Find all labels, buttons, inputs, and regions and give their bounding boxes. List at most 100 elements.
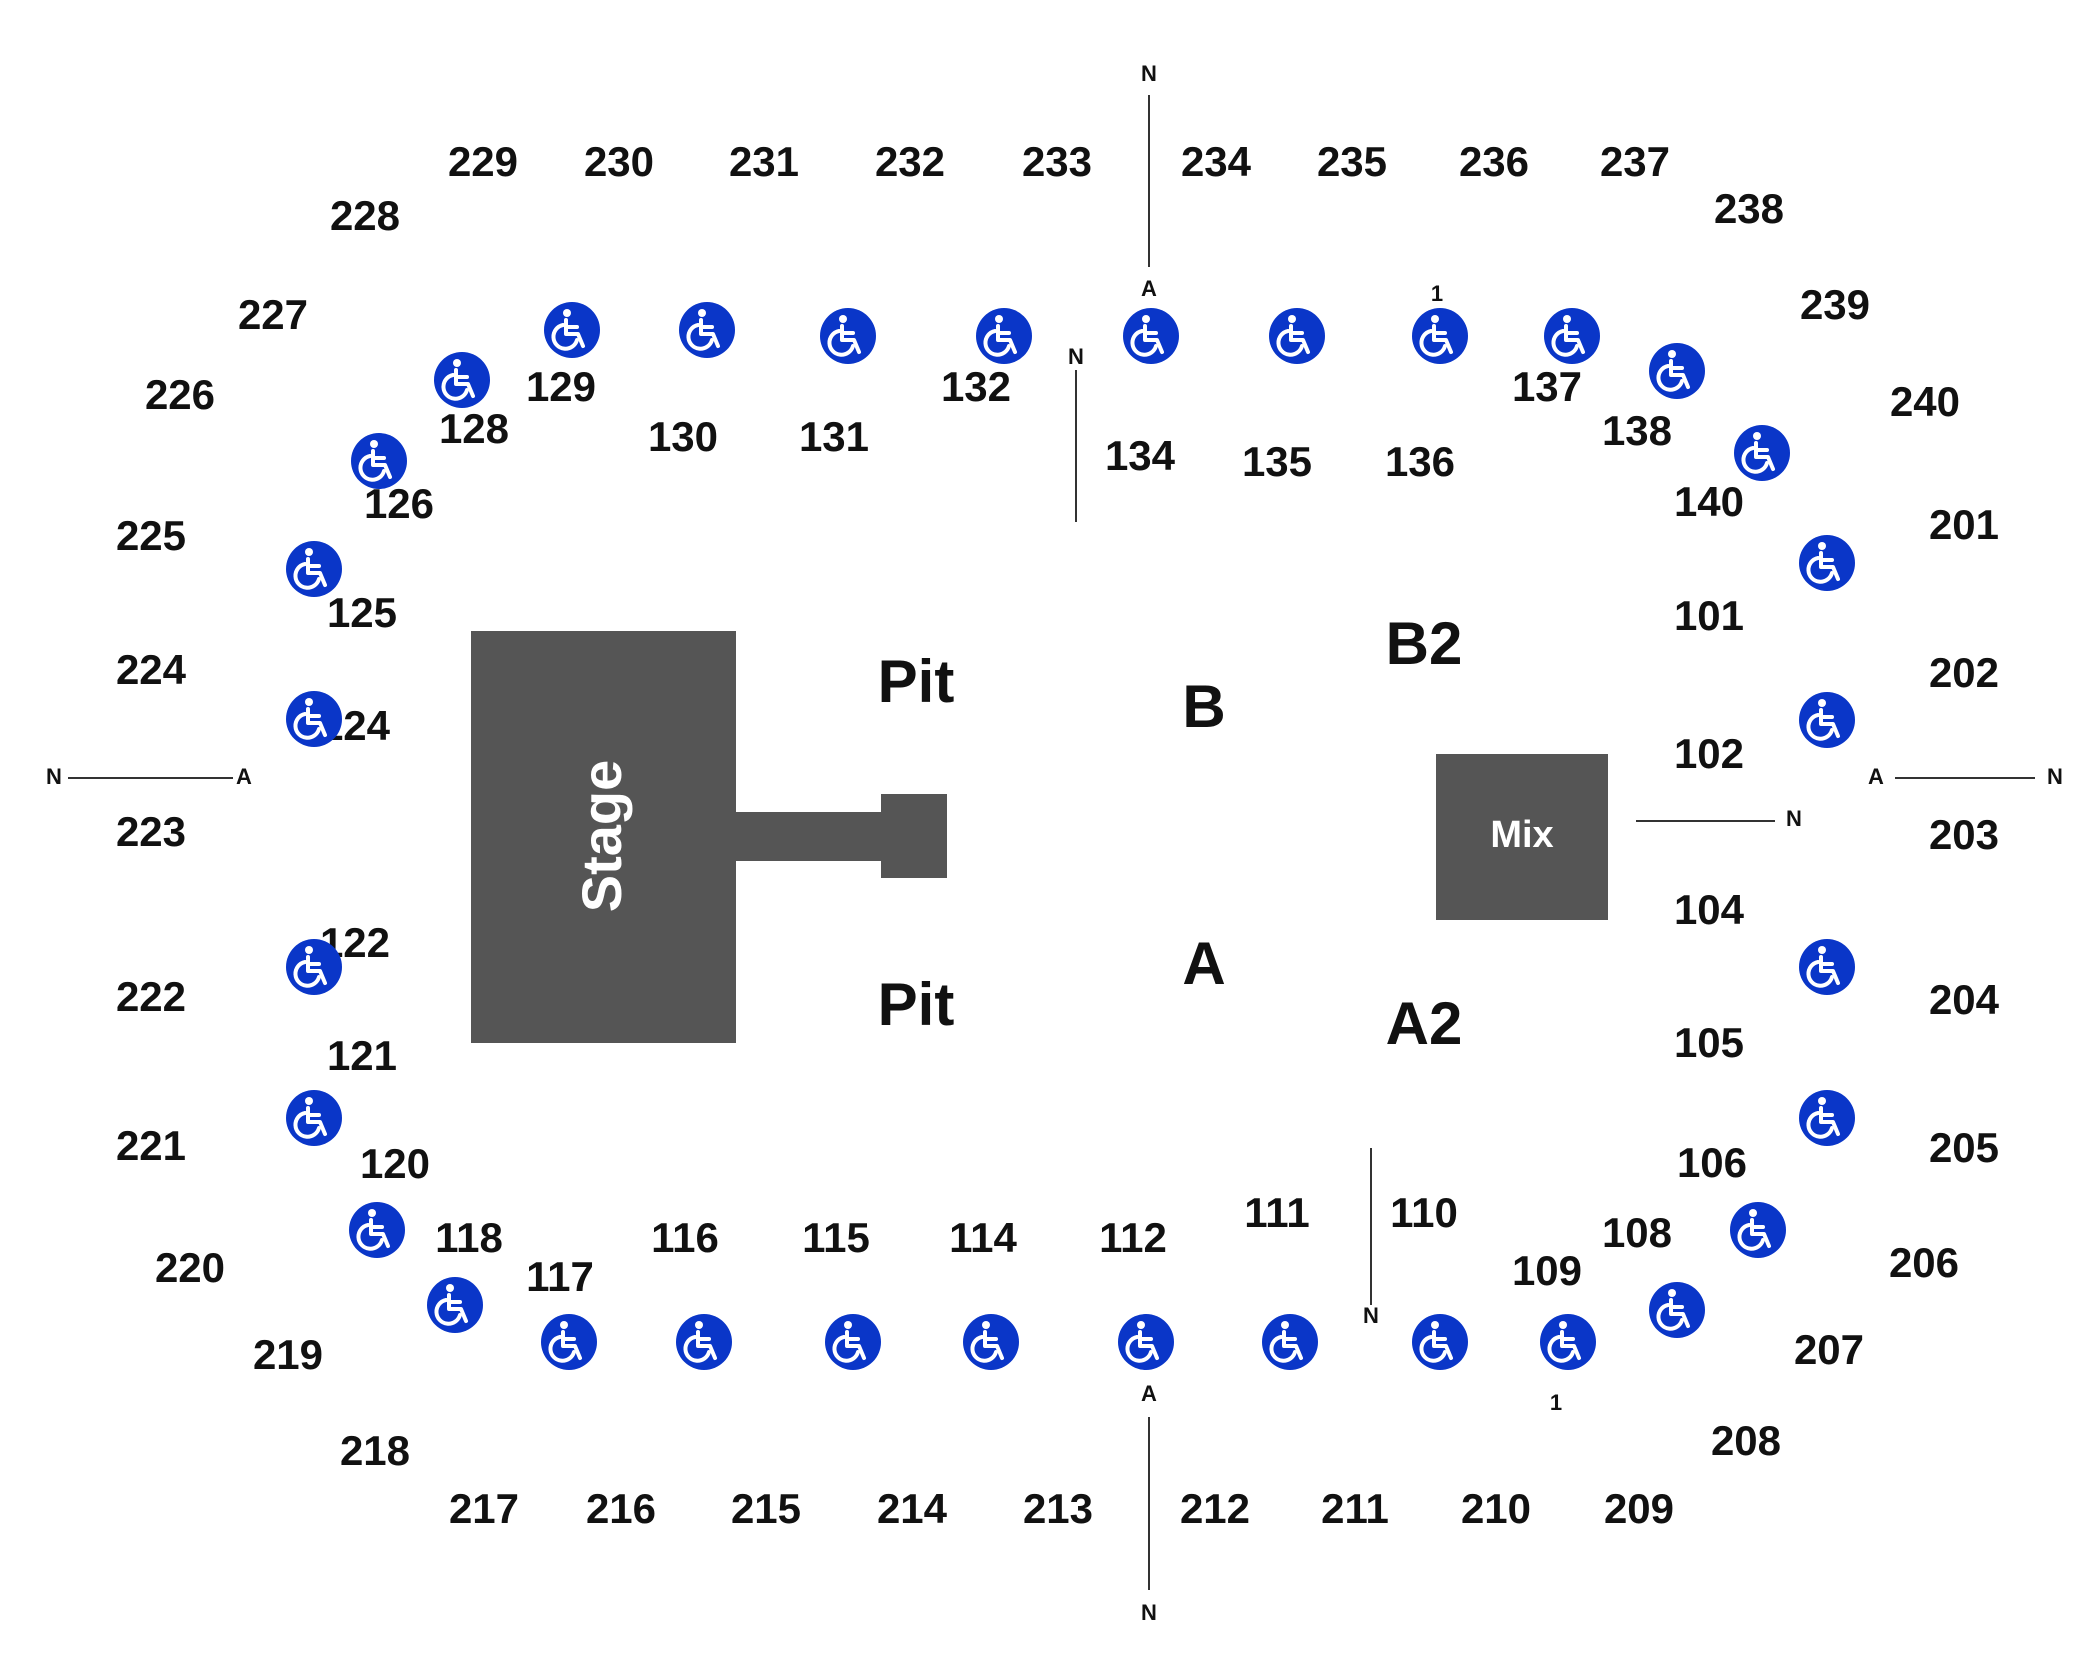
wheelchair-icon[interactable] [1797, 1088, 1857, 1148]
wheelchair-icon[interactable] [1797, 937, 1857, 997]
section-212[interactable]: 212 [1180, 1485, 1250, 1532]
wheelchair-icon[interactable] [1797, 690, 1857, 750]
wheelchair-icon[interactable] [1538, 1312, 1598, 1372]
section-108[interactable]: 108 [1602, 1209, 1672, 1256]
section-216[interactable]: 216 [586, 1485, 656, 1532]
section-109[interactable]: 109 [1512, 1247, 1582, 1294]
section-115[interactable]: 115 [802, 1214, 870, 1261]
section-112[interactable]: 112 [1099, 1214, 1167, 1261]
section-208[interactable]: 208 [1711, 1417, 1781, 1464]
section-134[interactable]: 134 [1105, 432, 1176, 479]
section-205[interactable]: 205 [1929, 1124, 1999, 1171]
section-213[interactable]: 213 [1023, 1485, 1093, 1532]
section-132[interactable]: 132 [941, 363, 1011, 410]
section-214[interactable]: 214 [877, 1485, 948, 1532]
wheelchair-icon[interactable] [961, 1312, 1021, 1372]
section-136[interactable]: 136 [1385, 438, 1455, 485]
section-240[interactable]: 240 [1890, 378, 1960, 425]
wheelchair-icon[interactable] [1542, 306, 1602, 366]
wheelchair-icon[interactable] [542, 300, 602, 360]
wheelchair-icon[interactable] [674, 1312, 734, 1372]
wheelchair-icon[interactable] [823, 1312, 883, 1372]
section-223[interactable]: 223 [116, 808, 186, 855]
wheelchair-icon[interactable] [284, 937, 344, 997]
section-230[interactable]: 230 [584, 138, 654, 185]
section-138[interactable]: 138 [1602, 407, 1672, 454]
wheelchair-icon[interactable] [677, 300, 737, 360]
section-114[interactable]: 114 [949, 1214, 1017, 1261]
section-201[interactable]: 201 [1929, 501, 1999, 548]
mix-position[interactable] [1436, 754, 1608, 920]
section-234[interactable]: 234 [1181, 138, 1252, 185]
runway-end[interactable] [881, 794, 947, 878]
section-111[interactable]: 111 [1244, 1189, 1309, 1236]
section-203[interactable]: 203 [1929, 811, 1999, 858]
section-207[interactable]: 207 [1794, 1326, 1864, 1373]
wheelchair-icon[interactable] [425, 1275, 485, 1335]
wheelchair-icon[interactable] [347, 1200, 407, 1260]
wheelchair-icon[interactable] [539, 1312, 599, 1372]
wheelchair-icon[interactable] [349, 431, 409, 491]
section-106[interactable]: 106 [1677, 1139, 1747, 1186]
zone-b2[interactable]: B2 [1386, 610, 1463, 677]
zone-a2[interactable]: A2 [1386, 990, 1463, 1057]
section-225[interactable]: 225 [116, 512, 186, 559]
section-224[interactable]: 224 [116, 646, 187, 693]
section-220[interactable]: 220 [155, 1244, 225, 1291]
section-206[interactable]: 206 [1889, 1239, 1959, 1286]
section-125[interactable]: 125 [327, 589, 397, 636]
section-137[interactable]: 137 [1512, 363, 1582, 410]
wheelchair-icon[interactable] [1410, 1312, 1470, 1372]
section-209[interactable]: 209 [1604, 1485, 1674, 1532]
wheelchair-icon[interactable] [974, 306, 1034, 366]
wheelchair-icon[interactable] [284, 539, 344, 599]
wheelchair-icon[interactable] [1732, 423, 1792, 483]
section-211[interactable]: 211 [1321, 1485, 1389, 1532]
section-102[interactable]: 102 [1674, 730, 1744, 777]
section-221[interactable]: 221 [116, 1122, 186, 1169]
wheelchair-icon[interactable] [1267, 306, 1327, 366]
section-110[interactable]: 110 [1390, 1189, 1458, 1236]
section-218[interactable]: 218 [340, 1427, 410, 1474]
section-231[interactable]: 231 [729, 138, 799, 185]
wheelchair-icon[interactable] [1116, 1312, 1176, 1372]
wheelchair-icon[interactable] [1647, 341, 1707, 401]
zone-a[interactable]: A [1182, 930, 1225, 997]
section-239[interactable]: 239 [1800, 281, 1870, 328]
section-129[interactable]: 129 [526, 363, 596, 410]
section-233[interactable]: 233 [1022, 138, 1092, 185]
section-226[interactable]: 226 [145, 371, 215, 418]
section-228[interactable]: 228 [330, 192, 400, 239]
section-227[interactable]: 227 [238, 291, 308, 338]
wheelchair-icon[interactable] [1728, 1200, 1788, 1260]
section-101[interactable]: 101 [1674, 592, 1744, 639]
section-238[interactable]: 238 [1714, 185, 1784, 232]
zone-pit-upper[interactable]: Pit [878, 648, 955, 715]
section-229[interactable]: 229 [448, 138, 518, 185]
section-104[interactable]: 104 [1674, 886, 1745, 933]
section-118[interactable]: 118 [435, 1214, 503, 1261]
wheelchair-icon[interactable] [284, 689, 344, 749]
section-116[interactable]: 116 [651, 1214, 719, 1261]
stage[interactable] [471, 631, 736, 1043]
section-105[interactable]: 105 [1674, 1019, 1744, 1066]
wheelchair-icon[interactable] [1260, 1312, 1320, 1372]
section-236[interactable]: 236 [1459, 138, 1529, 185]
section-117[interactable]: 117 [526, 1253, 594, 1300]
section-215[interactable]: 215 [731, 1485, 801, 1532]
section-210[interactable]: 210 [1461, 1485, 1531, 1532]
wheelchair-icon[interactable] [1797, 533, 1857, 593]
section-135[interactable]: 135 [1242, 438, 1312, 485]
section-204[interactable]: 204 [1929, 976, 2000, 1023]
wheelchair-icon[interactable] [1410, 306, 1470, 366]
section-131[interactable]: 131 [799, 413, 869, 460]
wheelchair-icon[interactable] [432, 350, 492, 410]
section-237[interactable]: 237 [1600, 138, 1670, 185]
section-232[interactable]: 232 [875, 138, 945, 185]
runway[interactable] [736, 812, 882, 861]
section-120[interactable]: 120 [360, 1140, 430, 1187]
section-202[interactable]: 202 [1929, 649, 1999, 696]
zone-pit-lower[interactable]: Pit [878, 971, 955, 1038]
wheelchair-icon[interactable] [284, 1088, 344, 1148]
section-219[interactable]: 219 [253, 1331, 323, 1378]
